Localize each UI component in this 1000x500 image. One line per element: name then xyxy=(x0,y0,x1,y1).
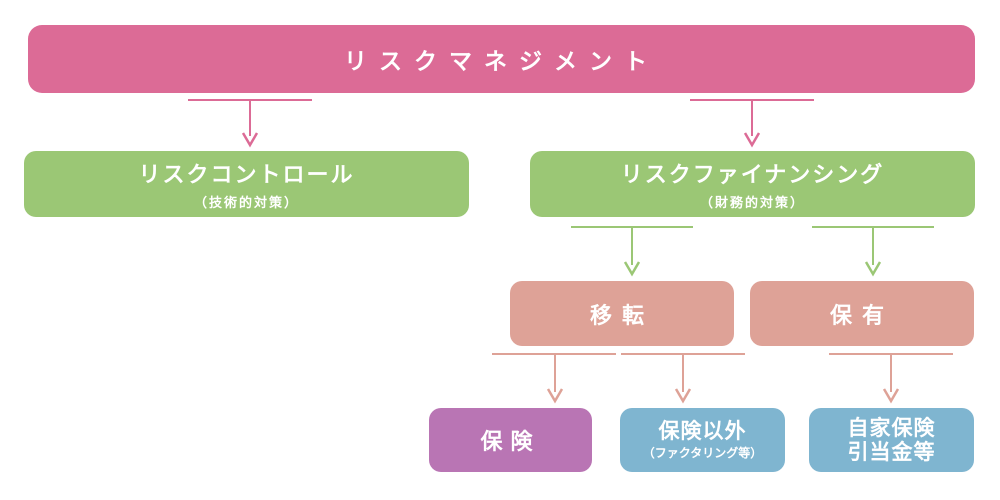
reserve-label: 引当金等 xyxy=(847,440,936,464)
self-insurance-node: 自家保険 引当金等 xyxy=(809,408,974,472)
risk-financing-sublabel: （財務的対策） xyxy=(699,196,805,211)
risk-management-node: リスクマネジメント xyxy=(28,25,975,93)
transfer-label: 移転 xyxy=(589,303,654,329)
risk-control-label: リスクコントロール xyxy=(138,163,355,188)
risk-control-node: リスクコントロール （技術的対策） xyxy=(24,151,469,217)
arrow-down-icon xyxy=(623,261,641,277)
risk-financing-node: リスクファイナンシング （財務的対策） xyxy=(530,151,975,217)
non-insurance-label: 保険以外 xyxy=(658,419,747,443)
non-insurance-node: 保険以外 （ファクタリング等） xyxy=(620,408,785,472)
arrow-down-icon xyxy=(864,261,882,277)
arrow-down-icon xyxy=(743,132,761,148)
transfer-node: 移転 xyxy=(510,281,734,346)
retention-label: 保有 xyxy=(829,303,894,329)
risk-financing-label: リスクファイナンシング xyxy=(620,163,885,188)
insurance-node: 保険 xyxy=(429,408,592,472)
arrow-down-icon xyxy=(882,388,900,404)
arrow-down-icon xyxy=(674,388,692,404)
self-insurance-label: 自家保険 xyxy=(847,416,936,440)
retention-node: 保有 xyxy=(750,281,974,346)
risk-management-label: リスクマネジメント xyxy=(344,49,659,75)
non-insurance-sublabel: （ファクタリング等） xyxy=(642,446,763,460)
insurance-label: 保険 xyxy=(480,430,541,455)
arrow-down-icon xyxy=(241,132,259,148)
risk-control-sublabel: （技術的対策） xyxy=(193,196,299,211)
arrow-down-icon xyxy=(546,388,564,404)
